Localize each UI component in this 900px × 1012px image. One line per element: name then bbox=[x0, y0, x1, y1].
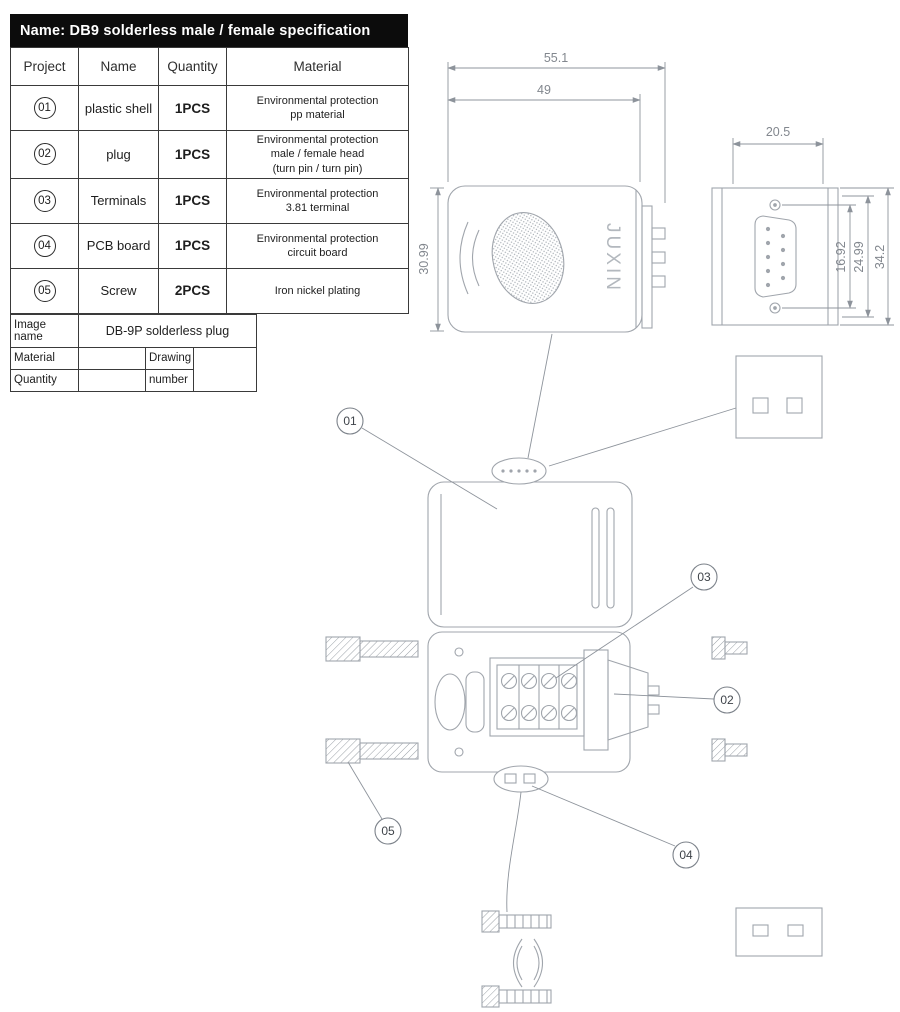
shell-top-view bbox=[427, 481, 633, 628]
part-name: plug bbox=[78, 130, 159, 179]
terminal-part-bottom bbox=[735, 907, 823, 957]
part-quantity: 1PCS bbox=[158, 222, 227, 269]
info-row-material: Material Drawing bbox=[10, 346, 257, 392]
table-row: 03 Terminals 1PCS Environmental protecti… bbox=[10, 177, 409, 224]
front-view-dimensions bbox=[732, 138, 894, 326]
table-row: 02 plug 1PCS Environmental protection ma… bbox=[10, 130, 409, 179]
assembly-view bbox=[427, 631, 660, 773]
brand-text: JUXIN bbox=[602, 223, 623, 293]
header-material: Material bbox=[226, 47, 409, 86]
grip-oval bbox=[491, 212, 565, 304]
part-quantity: 1PCS bbox=[158, 85, 227, 131]
table-row: 04 PCB board 1PCS Environmental protecti… bbox=[10, 222, 409, 269]
part-material: Iron nickel plating bbox=[226, 267, 409, 314]
part-material: Environmental protection pp material bbox=[226, 85, 409, 131]
material-label: Material bbox=[10, 346, 79, 370]
cable-oval-bottom bbox=[493, 765, 549, 793]
callout-03: 03 bbox=[555, 563, 718, 679]
part-name: Screw bbox=[78, 267, 159, 314]
header-project: Project bbox=[10, 47, 79, 86]
callout-02-label: 02 bbox=[720, 693, 734, 707]
callout-01-label: 01 bbox=[343, 414, 357, 428]
screw-left-bottom bbox=[325, 738, 419, 764]
header-name: Name bbox=[78, 47, 159, 86]
grip-arc bbox=[471, 229, 480, 287]
info-row-quantity: Quantity number bbox=[10, 368, 257, 392]
image-name-value: DB-9P solderless plug bbox=[78, 313, 257, 348]
part-quantity: 2PCS bbox=[158, 267, 227, 314]
number-label: number bbox=[145, 368, 194, 392]
dim-front-width: 20.5 bbox=[766, 125, 790, 139]
callout-01: 01 bbox=[336, 407, 498, 510]
nut-right-top bbox=[711, 636, 748, 660]
screw-left-top bbox=[325, 636, 419, 662]
part-material: Environmental protection 3.81 terminal bbox=[226, 177, 409, 224]
dim-hole-span: 16.92 bbox=[834, 241, 848, 272]
part-name: PCB board bbox=[78, 222, 159, 269]
drawing-label: Drawing bbox=[145, 346, 194, 370]
side-view-dimensions bbox=[430, 62, 666, 332]
terminal-part-top bbox=[735, 355, 823, 439]
dim-front-height: 34.2 bbox=[873, 245, 887, 269]
screw-assembly-detail bbox=[481, 910, 552, 1008]
dim-shell-length: 49 bbox=[537, 83, 551, 97]
dim-overall-length: 55.1 bbox=[544, 51, 568, 65]
dsub-outline bbox=[754, 215, 797, 298]
side-view bbox=[447, 185, 666, 333]
quantity-label: Quantity bbox=[10, 368, 79, 392]
leader-line bbox=[506, 791, 522, 913]
dim-flange-span: 24.99 bbox=[852, 241, 866, 272]
callout-03-label: 03 bbox=[697, 570, 711, 584]
cable-oval-top bbox=[491, 457, 547, 485]
part-quantity: 1PCS bbox=[158, 130, 227, 179]
table-row: 05 Screw 2PCS Iron nickel plating bbox=[10, 267, 409, 314]
part-name: plastic shell bbox=[78, 85, 159, 131]
spec-block: Name: DB9 solderless male / female speci… bbox=[10, 14, 409, 392]
part-material: Environmental protection circuit board bbox=[226, 222, 409, 269]
nut-right-bottom bbox=[711, 738, 748, 762]
project-number-badge: 04 bbox=[33, 234, 56, 257]
callout-04-label: 04 bbox=[679, 848, 693, 862]
pin-dots bbox=[765, 226, 786, 288]
dim-side-height: 30.99 bbox=[417, 243, 431, 274]
callout-02: 02 bbox=[613, 686, 741, 714]
part-name: Terminals bbox=[78, 177, 159, 224]
front-view bbox=[711, 187, 839, 326]
info-table: Image name DB-9P solderless plug Materia… bbox=[10, 313, 257, 392]
spec-header-row: Project Name Quantity Material bbox=[10, 47, 409, 86]
project-number-badge: 02 bbox=[33, 143, 56, 166]
material-value-cell bbox=[78, 346, 146, 370]
quantity-value-cell bbox=[78, 368, 146, 392]
image-name-label: Image name bbox=[10, 313, 79, 348]
spec-title: Name: DB9 solderless male / female speci… bbox=[10, 14, 408, 47]
callout-04: 04 bbox=[531, 785, 700, 869]
spec-table: Project Name Quantity Material 01 plasti… bbox=[10, 47, 409, 314]
leader-lines bbox=[527, 333, 737, 467]
info-row-image: Image name DB-9P solderless plug bbox=[10, 313, 257, 348]
terminal-screws bbox=[500, 672, 578, 722]
callout-05: 05 bbox=[347, 761, 402, 845]
project-number-badge: 03 bbox=[33, 189, 56, 212]
grip-arc bbox=[459, 221, 469, 295]
project-number-badge: 01 bbox=[33, 97, 56, 119]
project-number-badge: 05 bbox=[33, 279, 56, 302]
header-quantity: Quantity bbox=[158, 47, 227, 86]
callout-05-label: 05 bbox=[381, 824, 395, 838]
part-material: Environmental protection male / female h… bbox=[226, 130, 409, 179]
part-quantity: 1PCS bbox=[158, 177, 227, 224]
table-row: 01 plastic shell 1PCS Environmental prot… bbox=[10, 85, 409, 131]
drawing-number-value-cell bbox=[193, 346, 257, 392]
